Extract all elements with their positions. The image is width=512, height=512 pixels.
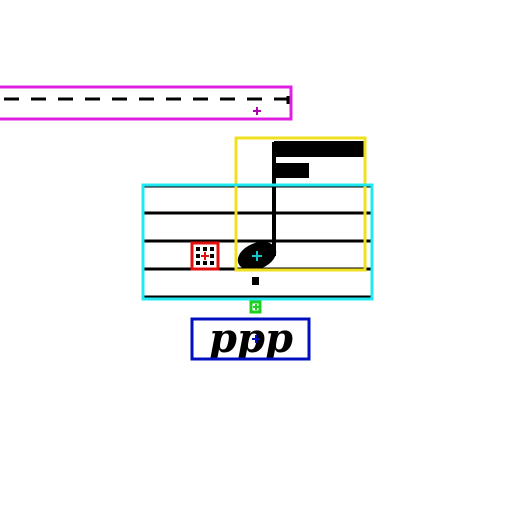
flag-bbox (234, 136, 367, 272)
dynamic-center-marker (252, 335, 260, 343)
dynamic-bbox (190, 317, 311, 361)
dot-center-marker (253, 304, 259, 310)
center-markers (201, 107, 262, 343)
flag-beam-1 (274, 141, 364, 157)
notehead-center-marker (252, 251, 262, 261)
dynamic-marking-text: ppp (209, 315, 293, 362)
annotation-boxes (0, 85, 374, 361)
note-flag (274, 141, 364, 178)
ottava-center-marker (253, 107, 261, 115)
dot-bbox (249, 300, 262, 314)
accidental-bbox (190, 241, 220, 271)
accidental-symbol (196, 247, 214, 265)
staff-bbox (141, 183, 374, 301)
flag-beam-2 (276, 163, 309, 178)
ottava-dashed-line (4, 96, 290, 104)
ottava-bbox (0, 85, 293, 121)
accidental-center-marker (201, 252, 209, 260)
staccato-dot (252, 277, 259, 285)
